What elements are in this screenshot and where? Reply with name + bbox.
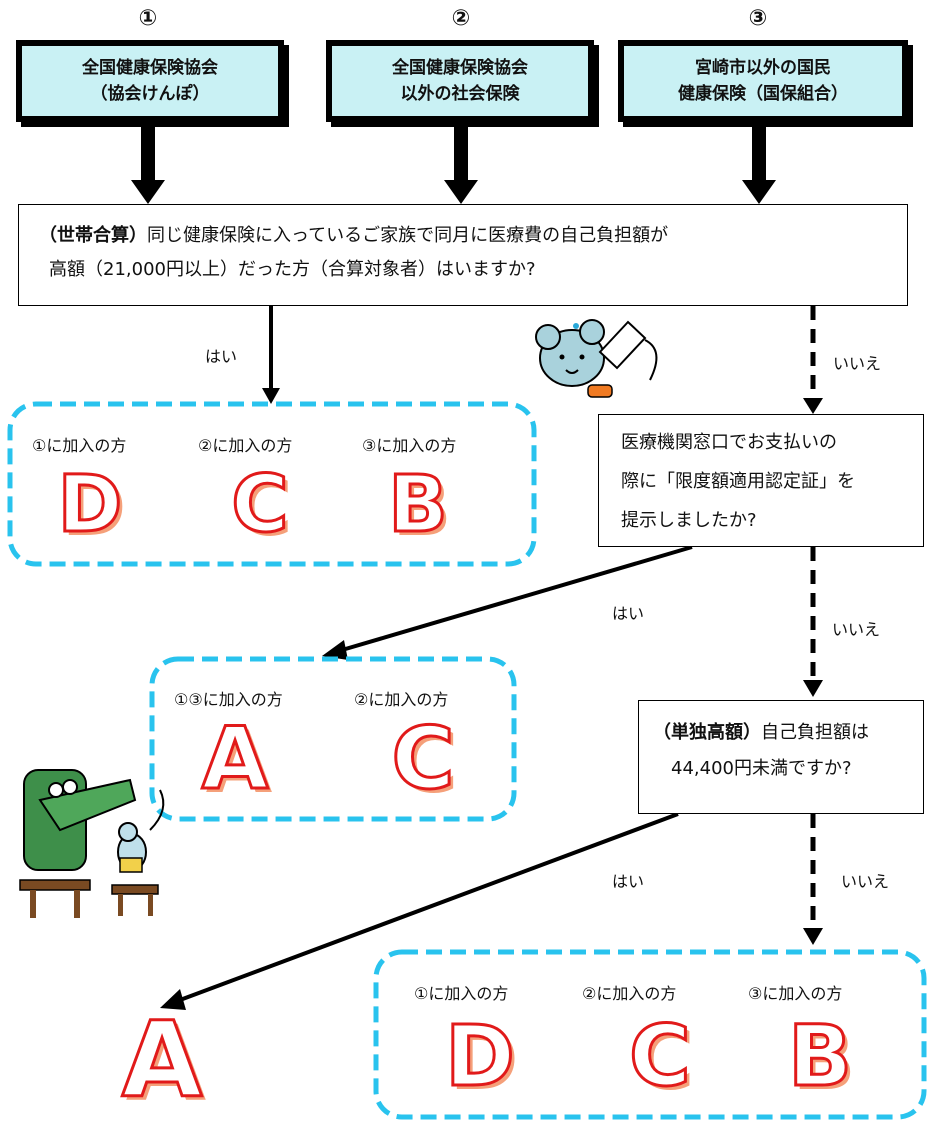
- question-box-3: （単独高額）自己負担額は 44,400円未満ですか?: [638, 700, 924, 814]
- result-frame-2: [149, 656, 517, 822]
- header-box-1: 全国健康保険協会 （協会けんぽ）: [16, 40, 284, 122]
- result-3-grade: A: [120, 999, 204, 1121]
- header-box-3: 宮崎市以外の国民 健康保険（国保組合）: [618, 40, 908, 122]
- header-arrow-2: [444, 122, 478, 204]
- result-4-grade-1: D: [444, 1007, 517, 1105]
- question-3-line2: 44,400円未満ですか?: [671, 758, 852, 779]
- column-number-1: ①: [138, 6, 158, 31]
- result-1-grade-3: B: [387, 460, 449, 550]
- yes-label-3: はい: [612, 872, 645, 891]
- question-3-tag: （単独高額）: [653, 722, 761, 743]
- result-1-label-1: ①に加入の方: [32, 436, 127, 455]
- header-arrow-1: [131, 122, 165, 204]
- question-box-1: （世帯合算）同じ健康保険に入っているご家族で同月に医療費の自己負担額が 高額（2…: [18, 204, 908, 306]
- question-3-line1: 自己負担額は: [761, 722, 869, 743]
- result-1-label-2: ②に加入の方: [198, 436, 293, 455]
- header-box-2: 全国健康保険協会 以外の社会保険: [326, 40, 594, 122]
- question-2-line2: 際に「限度額適用認定証」を: [621, 471, 855, 492]
- crocodile-mascot-illustration: [19, 769, 165, 918]
- no-label-2: いいえ: [832, 620, 881, 639]
- result-frame-4: [373, 949, 927, 1120]
- mouse-mascot-illustration: [535, 319, 658, 398]
- question-1-line1: 同じ健康保険に入っているご家族で同月に医療費の自己負担額が: [147, 225, 669, 246]
- result-4-grade-3: B: [786, 1007, 853, 1105]
- result-frame-1: [7, 401, 537, 567]
- result-4-grade-2: C: [628, 1007, 693, 1105]
- result-2-label-2: ②に加入の方: [354, 690, 449, 709]
- question-box-2: 医療機関窓口でお支払いの 際に「限度額適用認定証」を 提示しましたか?: [598, 414, 924, 547]
- column-number-3: ③: [748, 6, 768, 31]
- result-1-grade-2: C: [230, 460, 290, 550]
- yes-label-2: はい: [612, 604, 645, 623]
- yes-label-1: はい: [205, 347, 238, 366]
- result-1-label-3: ③に加入の方: [362, 436, 457, 455]
- result-4-label-3: ③に加入の方: [748, 984, 843, 1003]
- header-arrow-3: [742, 122, 776, 204]
- result-2-label-1: ①③に加入の方: [174, 690, 283, 709]
- column-number-2: ②: [451, 6, 471, 31]
- no-label-1: いいえ: [833, 354, 882, 373]
- question-2-line3: 提示しましたか?: [621, 510, 757, 531]
- question-1-line2: 高額（21,000円以上）だった方（合算対象者）はいますか?: [49, 259, 536, 280]
- question-1-tag: （世帯合算）: [39, 225, 147, 246]
- result-4-label-2: ②に加入の方: [582, 984, 677, 1003]
- result-4-label-1: ①に加入の方: [414, 984, 509, 1003]
- arrow-q3-yes: [179, 812, 679, 1002]
- result-1-grade-1: D: [56, 460, 124, 550]
- no-label-3: いいえ: [841, 872, 890, 891]
- arrow-q2-yes: [341, 545, 693, 652]
- result-2-grade-1: A: [200, 709, 270, 809]
- result-2-grade-2: C: [390, 709, 456, 809]
- question-2-line1: 医療機関窓口でお支払いの: [621, 432, 837, 453]
